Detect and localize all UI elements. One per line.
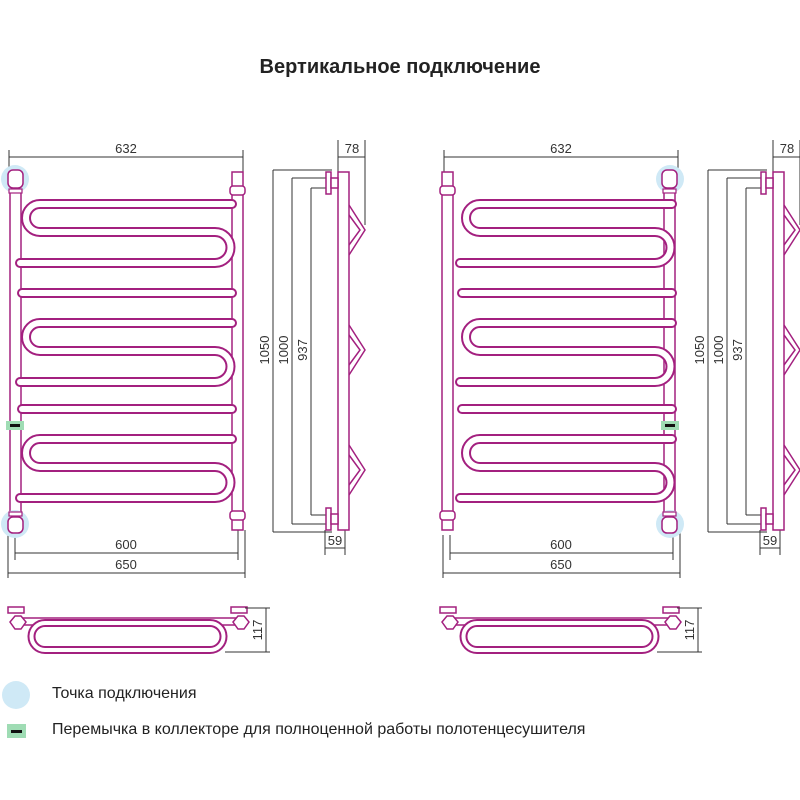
riser <box>439 171 456 531</box>
page-title: Вертикальное подключение <box>259 56 541 78</box>
coil-1 <box>20 204 232 263</box>
dim-height-axis: 1000 <box>276 336 291 365</box>
dim-height-inner: 937 <box>295 339 310 361</box>
coil-2 <box>20 323 232 382</box>
coil-3 <box>20 439 232 498</box>
dim-depth-bottom: 117 <box>682 620 697 641</box>
dim-height-overall: 1050 <box>257 336 272 365</box>
coil-1 <box>460 204 672 263</box>
coil-3 <box>460 439 672 498</box>
bottom-view <box>440 607 702 652</box>
coil-2 <box>460 323 672 382</box>
dim-height-inner: 937 <box>730 339 745 361</box>
dim-depth: 78 <box>780 141 794 156</box>
front-view <box>439 149 685 579</box>
dim-depth: 78 <box>345 141 359 156</box>
jumper-dash <box>11 730 22 733</box>
dim-wall-offset: 59 <box>328 533 342 548</box>
legend-jumper: Перемычка в коллекторе для полноценной р… <box>52 721 586 738</box>
dim-height-overall: 1050 <box>692 336 707 365</box>
dim-height-axis: 1000 <box>711 336 726 365</box>
dim-width-top: 632 <box>115 141 137 156</box>
legend-connection-point: Точка подключения <box>52 685 197 702</box>
front-view <box>0 149 246 579</box>
dim-overall-width: 650 <box>550 557 572 572</box>
dim-overall-width: 650 <box>115 557 137 572</box>
bottom-view <box>8 607 270 652</box>
dim-axis-width: 600 <box>115 537 137 552</box>
diagram-left: 632 600 650 1050 1000 937 78 59 117 <box>0 139 366 652</box>
dim-wall-offset: 59 <box>763 533 777 548</box>
diagram-right: 632 600 650 1050 1000 937 78 59 117 <box>439 139 800 652</box>
dim-axis-width: 600 <box>550 537 572 552</box>
dim-depth-bottom: 117 <box>250 620 265 641</box>
dim-width-top: 632 <box>550 141 572 156</box>
connection-point-icon <box>2 681 30 709</box>
